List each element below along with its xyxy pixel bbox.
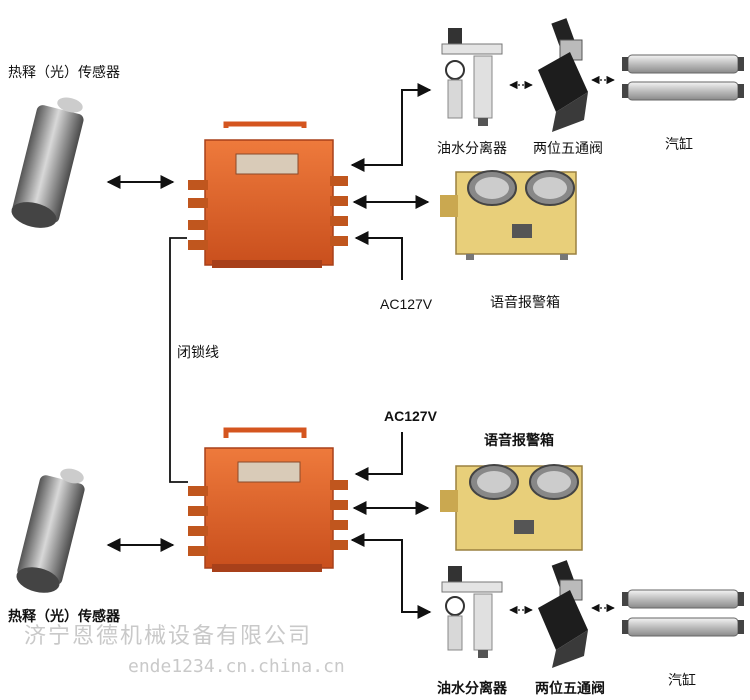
watermark-company: 济宁恩德机械设备有限公司 [24,624,313,649]
lock-line-label: 闭锁线 [177,345,219,361]
watermark-url: ende1234.cn.china.cn [128,656,345,677]
lock-line [169,237,188,483]
filter-bottom-label: 油水分离器 [437,681,507,697]
valve-bottom-icon [538,560,588,668]
sensor-bottom-icon [16,468,85,593]
controller-box-top [188,121,348,268]
sensor-top-icon [11,97,84,228]
filter-top-label: 油水分离器 [437,141,507,157]
sensor-bottom-label: 热释（光）传感器 [8,609,120,625]
valve-bottom-label: 两位五通阀 [535,681,605,697]
valve-top-label: 两位五通阀 [533,141,603,157]
arrow-controller-filter-bottom [350,533,432,619]
cylinder-bottom-label: 汽缸 [668,673,696,689]
alarm-box-top-icon [440,170,577,260]
filter-top-icon [441,28,503,126]
valve-top-icon [538,18,588,132]
controller-box-bottom [188,427,348,572]
alarm-top-label: 语音报警箱 [490,295,560,311]
filter-bottom-icon [441,566,503,658]
alarm-box-bottom-icon [440,464,583,551]
arrow-power-top [354,231,403,280]
power-top-label: AC127V [380,296,433,312]
alarm-bottom-label: 语音报警箱 [484,433,554,449]
arrow-controller-filter-top [350,83,432,172]
cylinder-top-icon [622,54,744,101]
cylinder-top-label: 汽缸 [665,137,693,153]
sensor-top-label: 热释（光）传感器 [8,65,120,81]
arrow-power-bottom [354,432,403,481]
power-bottom-label: AC127V [384,408,437,424]
cylinder-bottom-icon [622,589,744,637]
